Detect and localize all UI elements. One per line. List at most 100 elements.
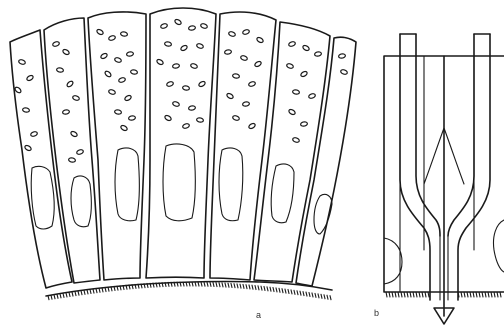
granule	[130, 69, 137, 74]
granule	[156, 58, 164, 65]
hatch-tick	[285, 289, 286, 293]
granule	[18, 59, 26, 65]
hatch-tick	[237, 284, 238, 288]
hatch-tick	[219, 283, 220, 287]
panel-b-label: b	[374, 308, 379, 318]
hatch-tick	[276, 288, 277, 292]
hatch-tick	[57, 294, 58, 298]
hatch-tick	[96, 289, 97, 293]
granule	[174, 18, 182, 25]
granule	[128, 115, 135, 120]
hatch-tick	[270, 287, 271, 291]
granule	[254, 60, 262, 67]
hatch-tick	[318, 294, 319, 298]
granule	[126, 51, 133, 56]
granule	[160, 23, 168, 29]
hatch-tick	[294, 290, 295, 294]
granule	[166, 81, 174, 87]
duct-left-branch-outer	[400, 34, 430, 300]
hatch-tick	[228, 283, 229, 287]
panel-a-label: a	[256, 310, 261, 320]
hatch-tick	[243, 284, 244, 288]
hatch-tick	[264, 286, 265, 290]
granule	[340, 69, 348, 75]
hatch-tick	[309, 293, 310, 297]
hatch-tick	[327, 295, 328, 299]
granule	[196, 43, 204, 49]
hatch-tick	[72, 292, 73, 296]
hatch-tick	[282, 289, 283, 293]
vacuole-7	[314, 194, 332, 234]
granule	[300, 70, 308, 77]
basement-hatching	[48, 282, 331, 300]
hatch-tick	[204, 282, 205, 286]
granule	[188, 25, 195, 30]
hatch-tick	[81, 291, 82, 295]
granule	[72, 95, 80, 101]
hatch-tick	[69, 293, 70, 297]
vacuoles	[31, 144, 332, 234]
hatch-tick	[225, 283, 226, 287]
granule	[26, 74, 34, 81]
hatch-tick	[66, 293, 67, 297]
hatch-tick	[222, 283, 223, 287]
hatch-tick	[201, 282, 202, 286]
hatch-tick	[210, 282, 211, 286]
granule	[114, 57, 122, 63]
granule	[172, 101, 180, 107]
hatch-tick	[93, 289, 94, 293]
granule	[100, 52, 108, 59]
hatch-tick	[324, 295, 325, 299]
granule	[308, 93, 316, 99]
panel-a: a	[10, 8, 356, 320]
hatch-tick	[213, 282, 214, 286]
granule	[62, 48, 70, 55]
hatch-tick	[75, 292, 76, 296]
duct-left-branch-inner	[416, 34, 440, 236]
granule	[182, 123, 190, 129]
hatch-tick	[297, 291, 298, 295]
granule	[292, 89, 299, 94]
granule	[56, 67, 63, 72]
hatch-tick	[315, 293, 316, 297]
granule	[22, 107, 29, 112]
hatch-tick	[306, 292, 307, 296]
granule	[182, 85, 189, 90]
granule	[180, 44, 188, 51]
granule	[292, 137, 300, 143]
cell-3-outline	[88, 12, 146, 280]
granule	[66, 80, 74, 88]
hatch-tick	[231, 283, 232, 287]
vacuole-2	[71, 176, 91, 227]
granule	[286, 63, 294, 69]
granule	[240, 55, 248, 61]
hatch-tick	[267, 287, 268, 291]
vacuole-6	[271, 164, 294, 223]
granule	[124, 94, 132, 101]
hatch-tick	[90, 289, 91, 293]
granule	[24, 144, 32, 151]
granule	[228, 31, 236, 37]
hatch-tick	[63, 293, 64, 297]
hatch-tick	[330, 296, 331, 300]
granule	[242, 101, 249, 106]
granule	[232, 115, 240, 121]
hatch-tick	[261, 286, 262, 290]
granule	[120, 124, 128, 131]
granule	[198, 80, 206, 87]
granule	[314, 51, 321, 56]
granule	[164, 114, 172, 121]
granule	[196, 117, 203, 122]
vacuole-5	[219, 148, 243, 221]
granule	[200, 23, 208, 29]
hatch-tick	[273, 288, 274, 292]
granule	[248, 81, 256, 87]
granule	[172, 63, 179, 68]
cell-5-outline	[210, 12, 276, 280]
granule	[232, 73, 239, 78]
granule	[120, 31, 127, 36]
hatch-tick	[255, 286, 256, 290]
granule	[104, 70, 112, 78]
hatch-tick	[249, 285, 250, 289]
